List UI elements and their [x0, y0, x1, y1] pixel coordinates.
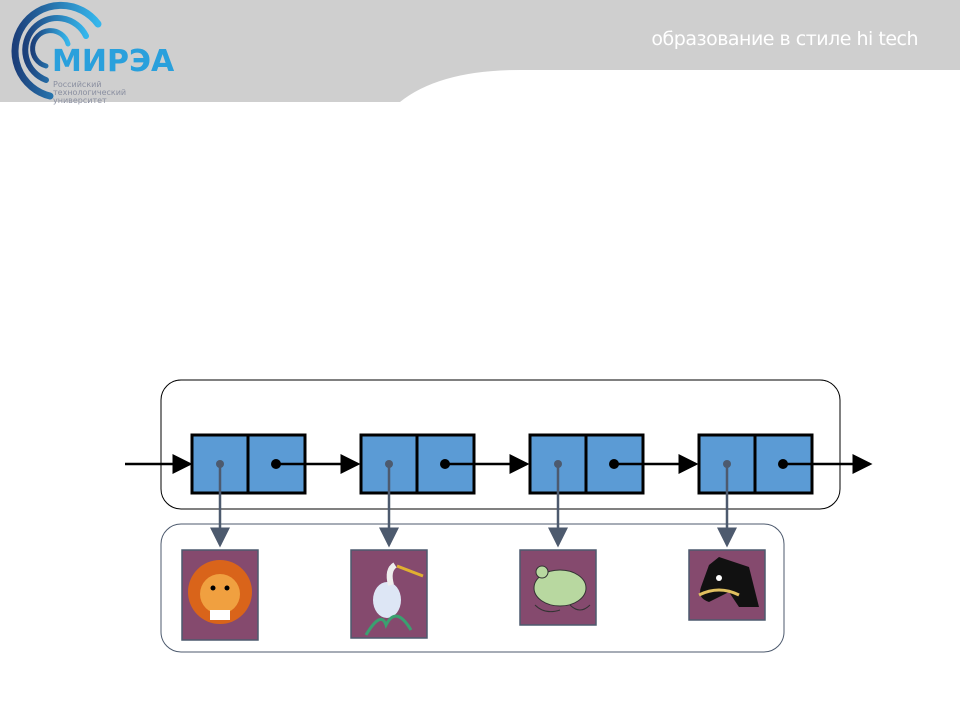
list-container: [160, 379, 841, 510]
heron-icon: [364, 562, 424, 636]
frog-icon: [533, 565, 591, 613]
list-node: [519, 433, 699, 626]
list-node: [688, 433, 873, 621]
frog-image: [519, 549, 597, 626]
heron-image: [350, 549, 428, 639]
header-band: [0, 0, 960, 102]
horse-image: [688, 549, 766, 621]
logo-subtitle-line: технологический: [53, 88, 127, 97]
lion-icon: [188, 560, 252, 624]
list-node: [181, 433, 361, 641]
lion-image: [181, 549, 259, 641]
tagline: образование в стиле hi tech: [651, 28, 918, 50]
logo-arcs-icon: [11, 1, 102, 100]
list-node: [350, 433, 530, 639]
logo-subtitle-line: университет: [53, 96, 107, 105]
horse-icon: [698, 557, 759, 607]
data-container: [160, 523, 785, 653]
logo-name: МИРЭА: [52, 44, 175, 79]
logo-subtitle-line: Российский: [53, 80, 102, 89]
